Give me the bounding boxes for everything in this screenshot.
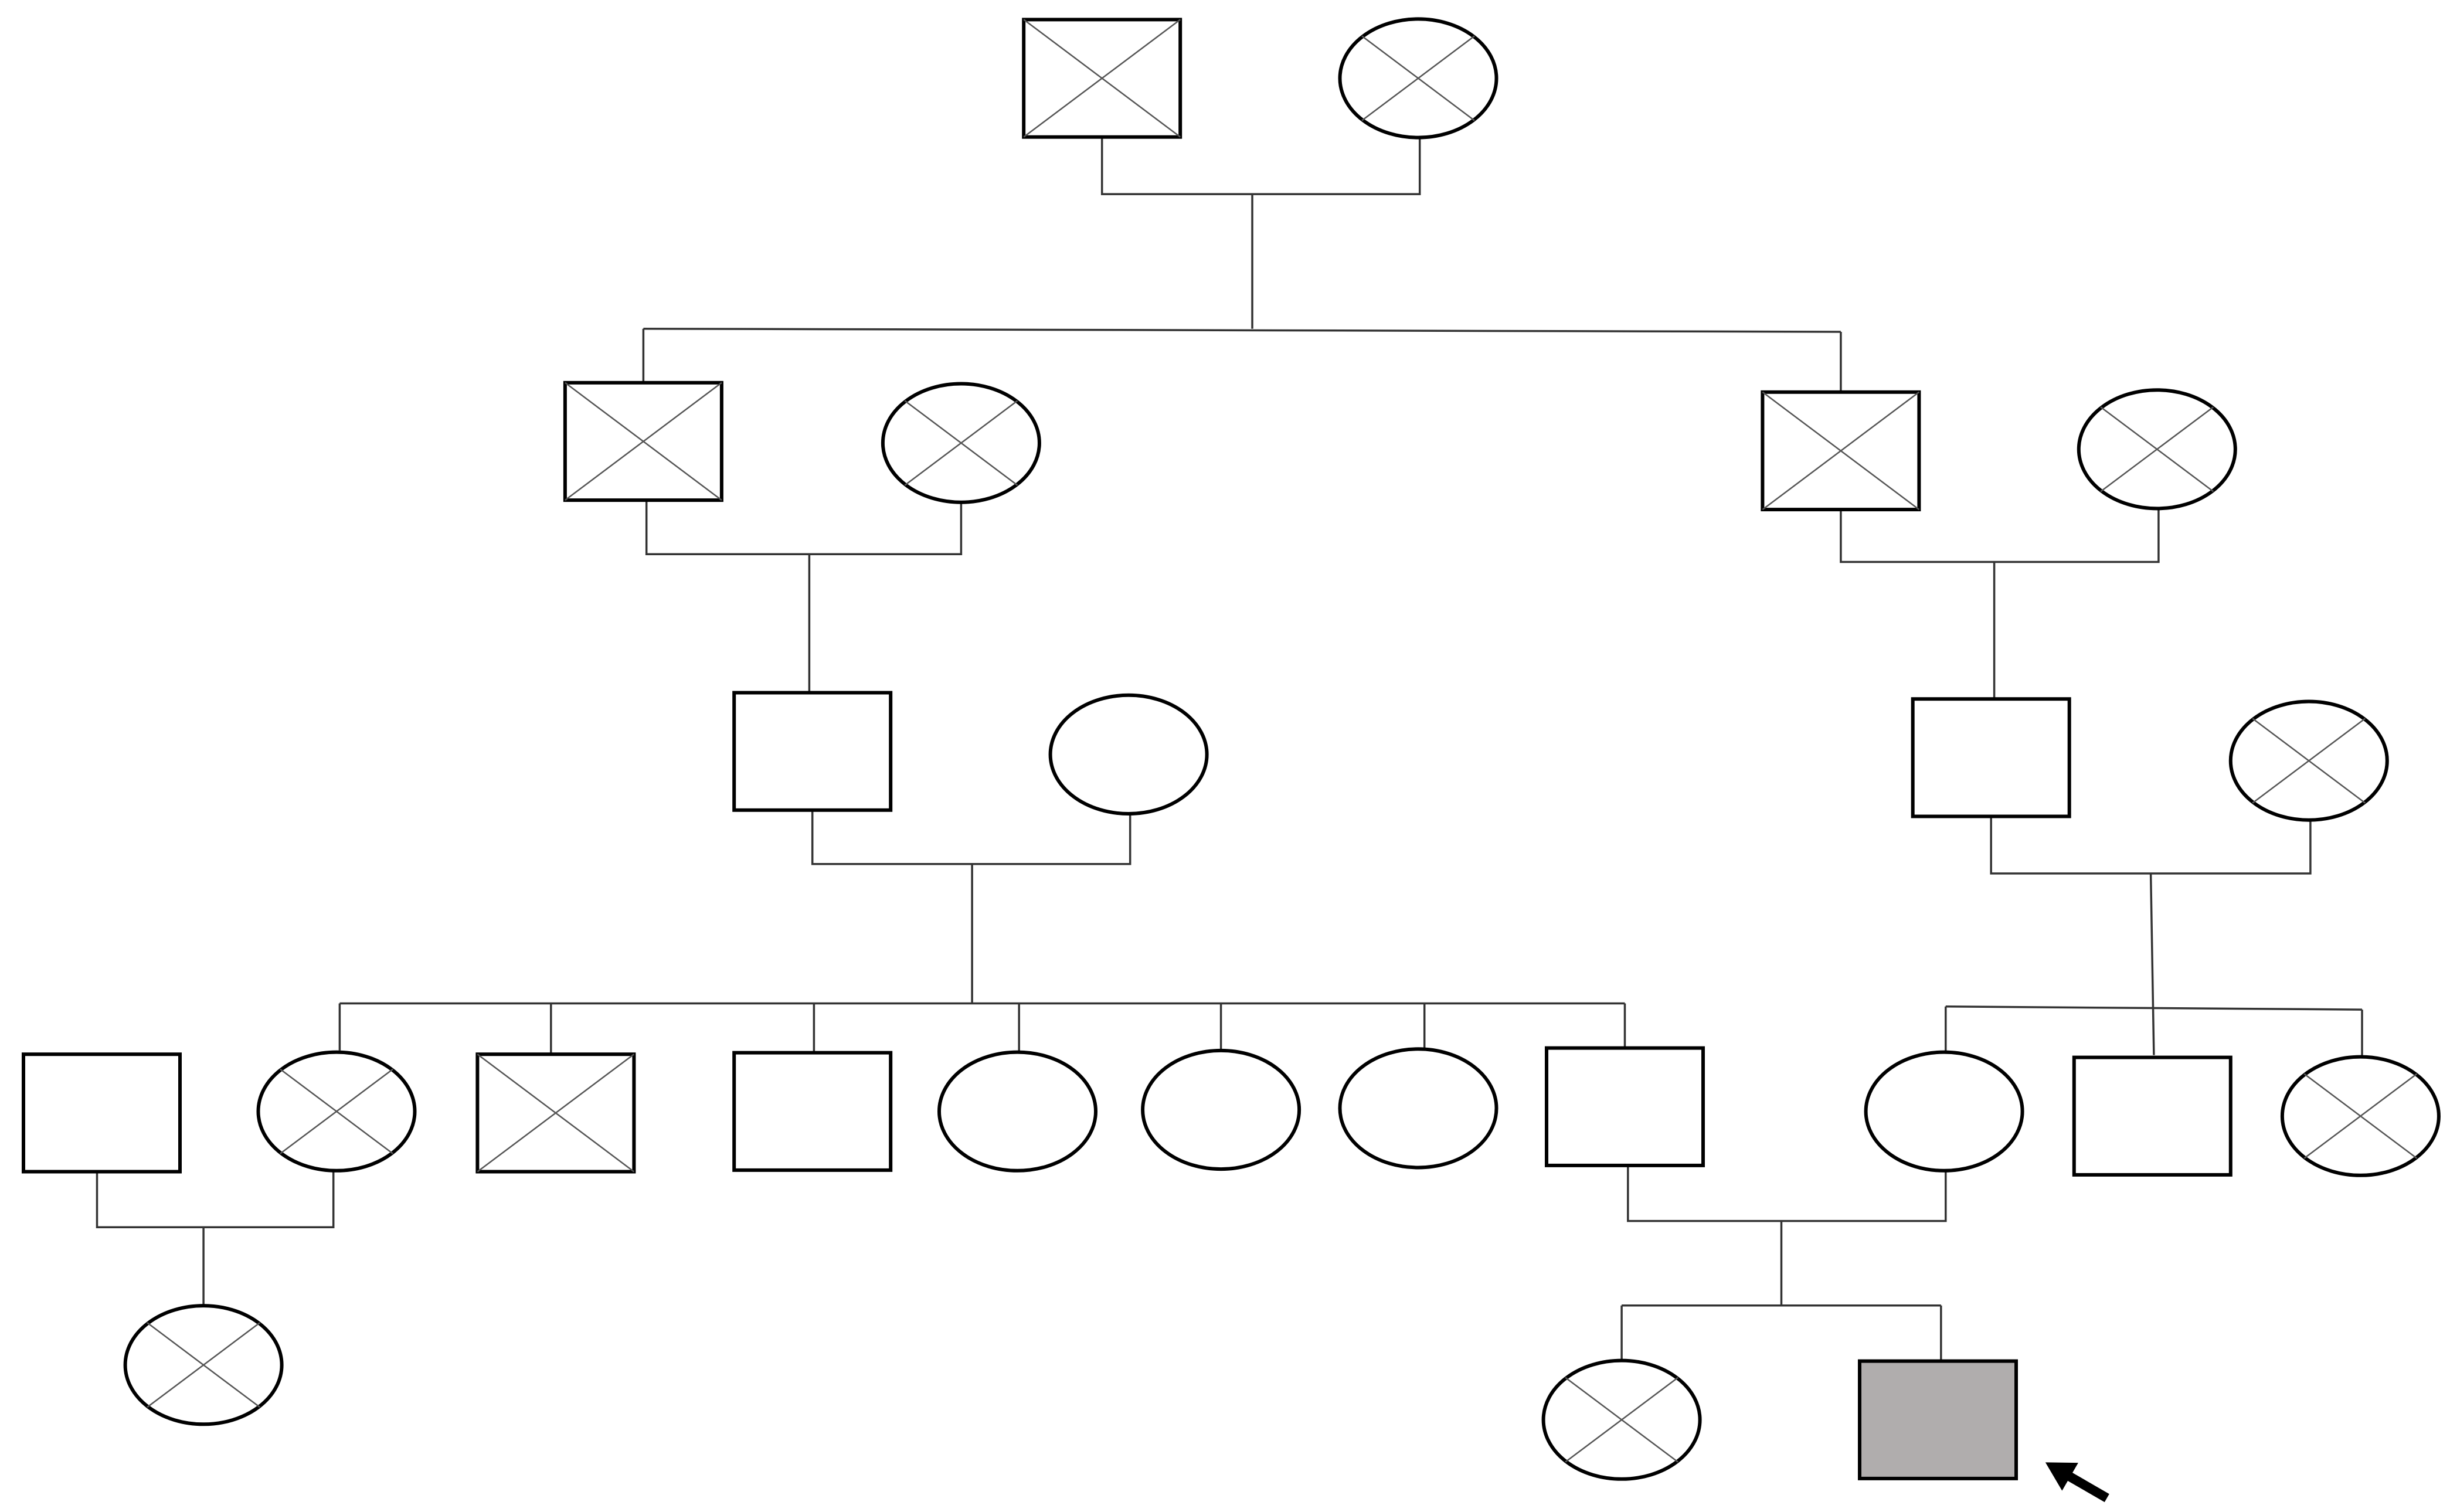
connector-line [643,327,1841,333]
cross-mark [1565,1377,1678,1463]
arrow-shaft [2067,1472,2109,1503]
female-individual-g1-f1 [1338,17,1498,140]
male-individual-g4-m9 [2072,1055,2232,1177]
male-individual-g1-m1 [1022,18,1182,139]
female-individual-g4-f1 [256,1050,417,1173]
connector-line [1627,1166,1947,1222]
cross-mark [147,1322,260,1408]
male-individual-g5-m3 [1858,1359,2018,1480]
cross-mark [904,400,1018,486]
female-individual-g4-f10 [2280,1055,2441,1177]
cross-mark [477,1054,635,1173]
cross-mark [280,1068,393,1154]
connector-line [1100,138,1421,195]
square-symbol [1545,1046,1705,1167]
male-individual-g2-m1 [563,380,723,502]
cross-mark [2100,406,2214,492]
connector-line [1840,508,2160,563]
connector-line [96,1171,335,1229]
square-symbol [1858,1359,2018,1480]
circle-symbol [1338,1047,1498,1170]
cross-mark [2303,1073,2418,1159]
circle-symbol [1048,693,1209,816]
female-individual-g2-f2 [2077,388,2237,511]
proband-marker [2045,1462,2109,1503]
male-individual-g4-m2 [475,1052,636,1174]
circle-symbol [937,1050,1097,1173]
cross-mark [565,382,722,501]
connector-line [2149,873,2155,1055]
square-symbol [2072,1055,2232,1177]
female-individual-g4-f5 [1141,1048,1302,1171]
circle-symbol [1141,1048,1302,1171]
male-individual-g3-m1 [732,691,893,812]
connector-line [1990,817,2312,875]
female-individual-g4-f8 [1864,1050,2024,1173]
female-individual-g5-f2 [1541,1358,1702,1481]
arrow-icon [2045,1462,2109,1503]
circle-symbol [1864,1050,2024,1173]
square-symbol [22,1052,182,1174]
square-symbol [1911,697,2071,818]
cross-mark [1361,35,1475,121]
male-individual-g4-m3 [732,1051,893,1172]
male-individual-g4-m7 [1545,1046,1705,1167]
cross-mark [1023,19,1181,138]
pedigree-individuals [22,17,2441,1481]
pedigree-connectors [96,138,2363,1361]
female-individual-g4-f6 [1338,1047,1498,1170]
cross-mark [1762,391,1920,511]
male-individual-g2-m2 [1761,390,1921,512]
connector-line [811,811,1131,865]
female-individual-g3-f2 [2228,699,2389,822]
arrow-head [2045,1462,2078,1491]
female-individual-g4-f4 [937,1050,1097,1173]
connector-line [1945,1005,2363,1011]
male-individual-g4-m0 [22,1052,182,1174]
female-individual-g5-f1 [123,1304,284,1426]
square-symbol [732,691,893,812]
square-symbol [732,1051,893,1172]
connector-line [645,501,963,555]
male-individual-g3-m2 [1911,697,2071,818]
cross-mark [2252,718,2366,804]
female-individual-g3-f1 [1048,693,1209,816]
female-individual-g2-f1 [881,382,1041,504]
